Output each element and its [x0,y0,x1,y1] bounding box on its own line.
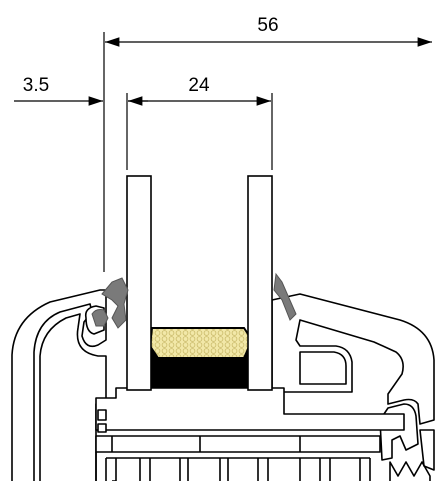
dim-label-overall: 56 [257,15,278,36]
desiccant-spacer [148,327,254,359]
gaskets [91,272,297,329]
glass-pane-inner [247,175,273,391]
bead-gasket [91,309,109,327]
left-bead-outer [11,289,107,481]
right-sash-chamber [299,351,347,385]
sash-base [95,387,405,431]
glazing-unit [126,175,273,391]
base-notch [97,409,107,421]
outer-gasket [101,277,129,329]
frame-profile [11,289,435,481]
base-rail [95,435,381,453]
right-clip [379,403,419,461]
drainage-teeth [389,461,431,481]
lower-chambers [95,452,371,481]
dim-label-glass: 24 [188,75,210,96]
glass-pane-outer [126,175,152,391]
right-edge-tab [419,429,435,471]
base-notch [97,423,107,433]
dimension-lines [14,32,432,272]
left-bead-inner [39,313,107,481]
dim-label-offset: 3.5 [23,75,49,96]
inner-gasket [273,272,297,321]
right-sash-outer [271,293,435,425]
